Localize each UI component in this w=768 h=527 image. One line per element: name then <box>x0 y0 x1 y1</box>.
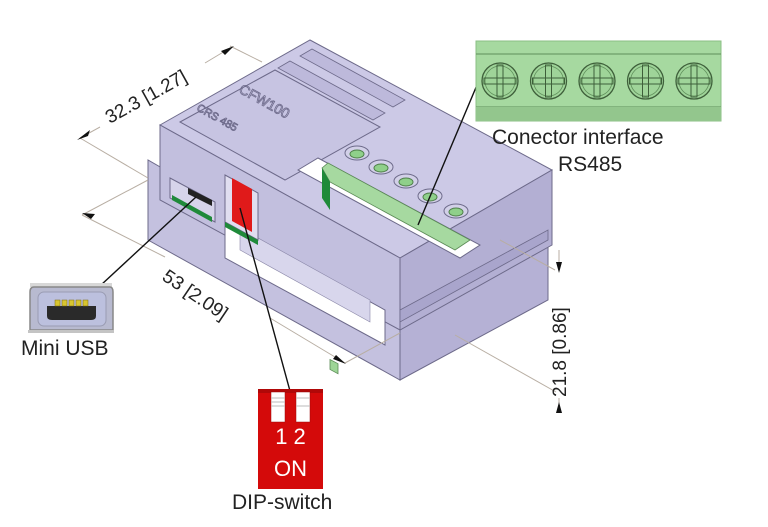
connector-label-line1: Conector interface <box>492 126 664 149</box>
terminal-screw-2 <box>529 62 568 100</box>
dip-switch-icon <box>258 389 323 489</box>
front-opening-inner <box>239 227 371 323</box>
arrow-21-top <box>556 262 562 273</box>
leader-lines <box>100 84 478 392</box>
mini-usb-icon <box>28 283 114 333</box>
rib-1 <box>277 60 386 121</box>
dip-switch-label: DIP-switch <box>232 491 333 514</box>
dim-53-line-a <box>81 214 166 258</box>
dim-53-ext-2 <box>344 332 401 364</box>
connector-slot <box>296 157 481 375</box>
leader-connector <box>417 84 478 226</box>
dim-53-line-b <box>269 317 346 364</box>
screw-holes <box>344 145 469 219</box>
connector-fins <box>329 358 339 375</box>
connector-label-line2: RS485 <box>558 153 623 176</box>
dim-32-ext-1 <box>79 137 149 179</box>
terminal-screw-1 <box>481 62 519 100</box>
dip-pcb <box>225 222 258 245</box>
dim-21-ext-2 <box>454 334 557 393</box>
label-plate <box>178 69 382 181</box>
terminal-screw-5 <box>675 62 713 100</box>
dim-21-ext-1 <box>499 239 556 271</box>
terminal-screw-3 <box>578 62 616 100</box>
dim-32-ext-2 <box>229 45 263 63</box>
dip-lever-1 <box>270 391 286 423</box>
dip-lever-2 <box>295 391 311 423</box>
arrow-32-right <box>221 46 234 55</box>
terminal-screw-4 <box>626 62 665 100</box>
usb-pins <box>54 299 89 307</box>
dimension-height-label: 21.8 [0.86] <box>550 307 571 397</box>
leader-usb <box>100 196 197 286</box>
dip-switch-on-label: ON <box>274 456 307 481</box>
leader-dip <box>239 207 291 392</box>
dip-switch-numbers: 1 2 <box>275 424 306 449</box>
housing-ledge <box>399 229 549 323</box>
arrow-53-right <box>333 355 346 364</box>
rib-2 <box>299 48 406 108</box>
dimension-arrows <box>77 46 562 413</box>
arrow-53-left <box>82 213 95 219</box>
usb-pcb <box>172 195 212 222</box>
dim-53-ext-1 <box>81 179 149 216</box>
terminal-screws <box>481 62 713 100</box>
connector-callout-graphic <box>475 40 722 122</box>
arrow-21-bottom <box>556 402 562 413</box>
usb-plug-slot <box>188 188 212 206</box>
dip-switch-red <box>232 178 252 232</box>
mini-usb-label: Mini USB <box>21 337 109 360</box>
arrow-32-left <box>77 130 90 140</box>
